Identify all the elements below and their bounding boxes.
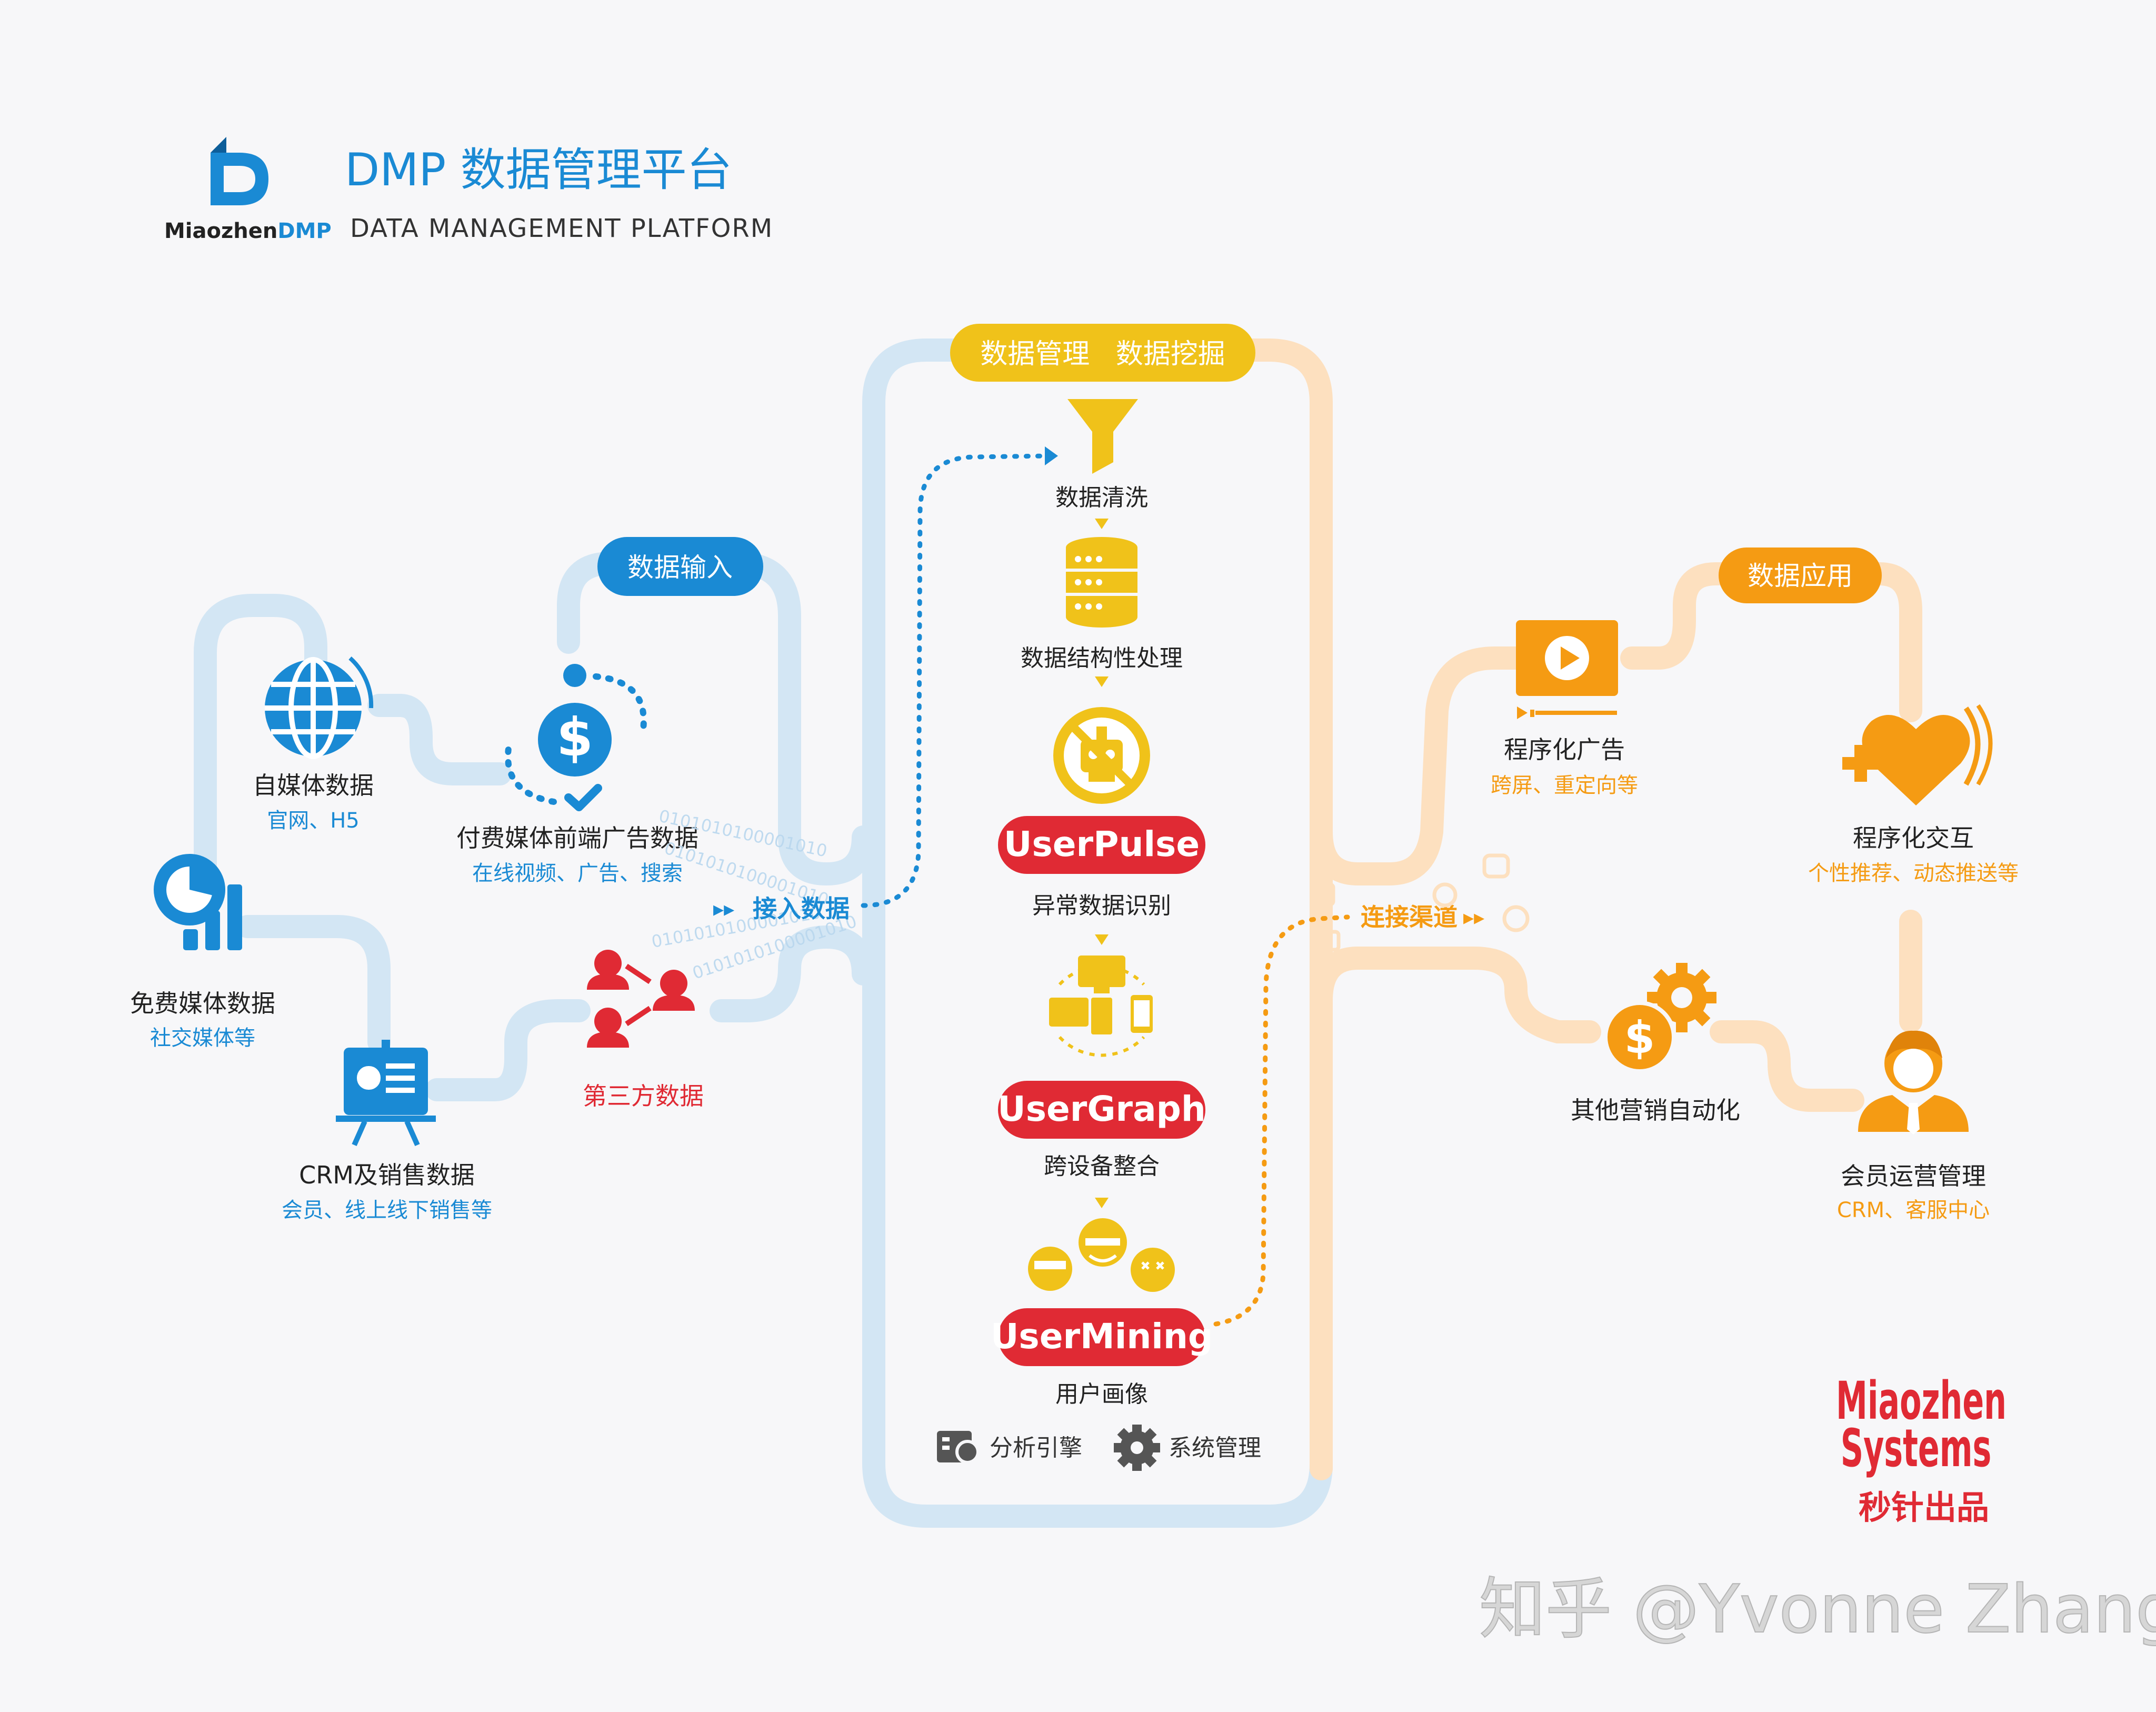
usermining-pill bbox=[998, 1308, 1205, 1366]
member-ops-sub: CRM、客服中心 bbox=[1837, 1198, 1990, 1222]
usergraph-pill bbox=[998, 1081, 1205, 1139]
channel-robots-icon bbox=[1311, 853, 1530, 952]
connect-label: 连接渠道 bbox=[1361, 903, 1458, 931]
miaozhen-systems-logo: Miaozhen Systems bbox=[1836, 1371, 2007, 1479]
presentation-board-icon bbox=[336, 1040, 436, 1147]
anomaly-label: 异常数据识别 bbox=[1032, 892, 1171, 919]
funnel-icon bbox=[1067, 399, 1138, 474]
access-data-arrows-icon: ▸▸ bbox=[713, 897, 734, 921]
page-title: DMP 数据管理平台 bbox=[345, 144, 732, 196]
core-header-pill bbox=[950, 324, 1255, 382]
userpulse-label: UserPulse bbox=[1004, 824, 1200, 864]
own-media-label: 自媒体数据 bbox=[253, 771, 374, 800]
usergraph-label: UserGraph bbox=[997, 1089, 1206, 1129]
video-player-icon bbox=[1516, 620, 1618, 719]
programmatic-ad-label: 程序化广告 bbox=[1504, 735, 1625, 764]
system-gear-icon bbox=[1114, 1425, 1160, 1471]
data-input-pill bbox=[597, 537, 763, 596]
programmatic-interact-label: 程序化交互 bbox=[1853, 824, 1974, 852]
connect-dotted-path bbox=[1213, 914, 1350, 1327]
system-label: 系统管理 bbox=[1169, 1435, 1261, 1461]
paid-media-sub: 在线视频、广告、搜索 bbox=[472, 861, 683, 885]
devices-icon bbox=[1049, 955, 1153, 1057]
dollar-gear-icon: $ bbox=[1603, 963, 1716, 1073]
access-arrow-icon bbox=[1045, 446, 1058, 465]
flow-arrow-2-icon bbox=[1095, 676, 1109, 687]
marketing-auto-label: 其他营销自动化 bbox=[1571, 1096, 1740, 1124]
people-network-icon bbox=[587, 950, 695, 1048]
free-media-label: 免费媒体数据 bbox=[130, 989, 275, 1018]
programmatic-ad-sub: 跨屏、重定向等 bbox=[1491, 773, 1638, 798]
cross-device-label: 跨设备整合 bbox=[1044, 1153, 1160, 1180]
structuring-label: 数据结构性处理 bbox=[1021, 645, 1183, 672]
dollar-cycle-icon: $ bbox=[505, 664, 647, 811]
dmp-logo: MiaozhenDMP bbox=[164, 137, 332, 243]
analysis-engine-icon bbox=[937, 1431, 980, 1464]
member-ops-label: 会员运营管理 bbox=[1841, 1162, 1986, 1190]
free-media-sub: 社交媒体等 bbox=[150, 1026, 255, 1050]
third-party-label: 第三方数据 bbox=[583, 1082, 704, 1110]
logo-mark-icon bbox=[211, 153, 268, 205]
page-subtitle: DATA MANAGEMENT PLATFORM bbox=[350, 214, 773, 243]
access-data-label: 接入数据 bbox=[753, 894, 850, 923]
flow-arrow-4-icon bbox=[1095, 1198, 1109, 1208]
access-data-dotted-path bbox=[861, 453, 1050, 908]
core-header-label: 数据管理 数据挖掘 bbox=[980, 339, 1225, 370]
svg-text:Miaozhen: Miaozhen bbox=[1836, 1371, 2007, 1431]
database-icon bbox=[1066, 537, 1137, 628]
blue-track bbox=[194, 339, 1333, 1528]
engine-label: 分析引擎 bbox=[990, 1435, 1082, 1461]
own-media-sub: 官网、H5 bbox=[267, 809, 360, 833]
paid-media-label: 付费媒体前端广告数据 bbox=[456, 824, 698, 852]
data-app-label: 数据应用 bbox=[1748, 561, 1853, 591]
crm-label: CRM及销售数据 bbox=[299, 1161, 475, 1189]
globe-icon bbox=[265, 656, 374, 759]
data-input-label: 数据输入 bbox=[627, 552, 733, 583]
data-app-pill bbox=[1719, 548, 1882, 603]
pie-chart-icon bbox=[154, 854, 242, 950]
userpulse-pill bbox=[998, 816, 1205, 874]
peach-track bbox=[1241, 339, 1922, 1480]
flow-arrow-3-icon bbox=[1095, 934, 1109, 945]
usermining-label: UserMining bbox=[991, 1316, 1213, 1357]
svg-text:MiaozhenDMP: MiaozhenDMP bbox=[164, 219, 332, 243]
watermark: 知乎 @Yvonne Zhang bbox=[1479, 1570, 2156, 1648]
brand-product-label: 秒针出品 bbox=[1859, 1488, 1989, 1527]
programmatic-interact-sub: 个性推荐、动态推送等 bbox=[1808, 861, 2019, 885]
member-avatar-icon bbox=[1858, 1030, 1969, 1134]
persona-label: 用户画像 bbox=[1055, 1381, 1148, 1408]
no-robot-icon bbox=[1053, 707, 1150, 804]
crm-sub: 会员、线上线下销售等 bbox=[282, 1198, 492, 1222]
connect-arrows-icon: ▸▸ bbox=[1463, 905, 1484, 930]
heart-plus-icon bbox=[1842, 704, 1993, 805]
svg-text:$: $ bbox=[556, 706, 593, 768]
cleaning-label: 数据清洗 bbox=[1055, 484, 1148, 511]
flow-arrow-1-icon bbox=[1095, 519, 1109, 529]
user-faces-icon bbox=[1028, 1218, 1175, 1292]
svg-text:$: $ bbox=[1624, 1012, 1655, 1063]
svg-text:Systems: Systems bbox=[1841, 1418, 1992, 1479]
